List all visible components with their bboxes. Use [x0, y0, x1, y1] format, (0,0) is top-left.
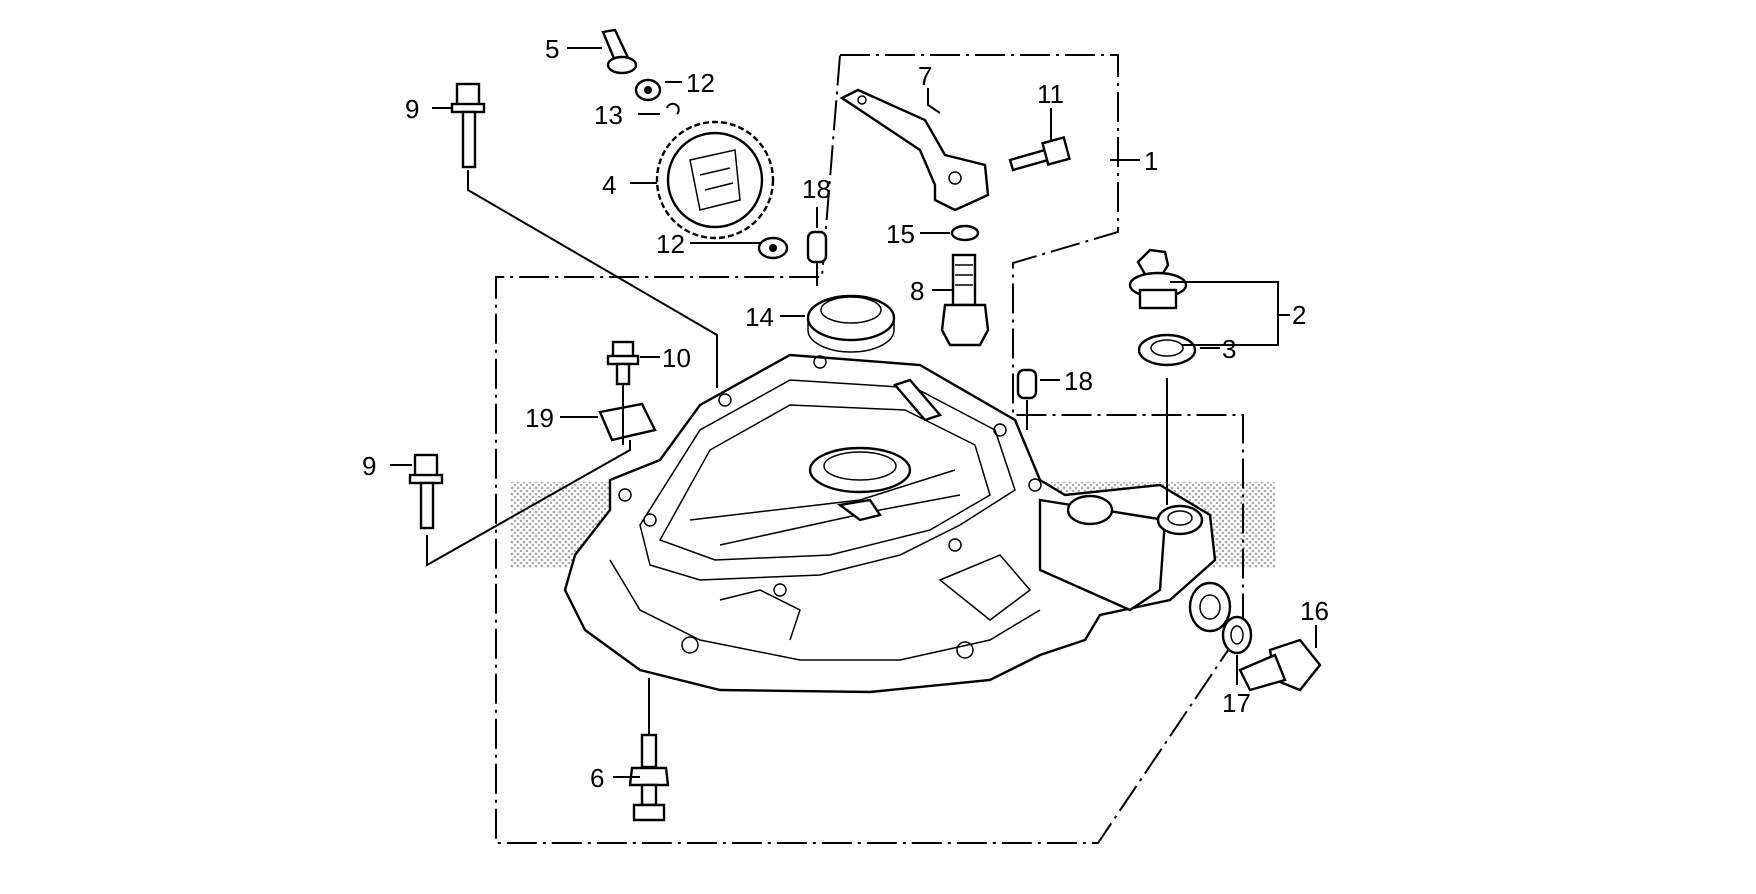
callout-19: 19 [525, 403, 554, 433]
callout-18-lower: 18 [1064, 366, 1093, 396]
callout-4: 4 [602, 170, 616, 200]
assembly-boundary [495, 54, 1244, 844]
lock-plate [598, 402, 657, 442]
governor-gear [655, 120, 775, 240]
washer-upper [634, 78, 662, 102]
governor-shaft [940, 253, 990, 347]
dowel-pin-lower [1016, 368, 1038, 400]
drain-bolt [1238, 638, 1322, 692]
callout-9-upper: 9 [405, 94, 419, 124]
o-ring [1137, 333, 1197, 367]
callout-15: 15 [886, 219, 915, 249]
flange-bolt-upper [450, 82, 486, 169]
callout-13: 13 [594, 100, 623, 130]
stud-bolt [628, 733, 670, 822]
arm-bolt [1008, 136, 1071, 172]
callout-9-lower: 9 [362, 451, 376, 481]
dowel-pin-upper [806, 230, 828, 264]
callout-18-upper: 18 [802, 174, 831, 204]
callout-16: 16 [1300, 596, 1329, 626]
pin [601, 28, 638, 75]
oil-filler-cap [1128, 248, 1188, 310]
callout-14: 14 [745, 302, 774, 332]
callout-17: 17 [1222, 688, 1251, 718]
leader-lines [390, 47, 1317, 778]
clip [666, 102, 680, 115]
callout-labels: 1 2 3 4 5 6 7 8 9 9 10 11 12 12 13 14 15… [362, 34, 1329, 793]
callout-5: 5 [545, 34, 559, 64]
callout-6: 6 [590, 763, 604, 793]
callout-1: 1 [1144, 146, 1158, 176]
flange-bolt-lower [408, 453, 444, 530]
bolt-small [606, 340, 640, 386]
callout-2: 2 [1292, 300, 1306, 330]
arm-washer [950, 224, 980, 242]
drain-washer [1221, 615, 1253, 655]
callout-12-lower: 12 [656, 229, 685, 259]
callout-7: 7 [918, 61, 932, 91]
callout-8: 8 [910, 276, 924, 306]
oil-seal [806, 294, 896, 353]
washer-lower [757, 236, 789, 260]
callout-11: 11 [1037, 79, 1064, 109]
governor-arm [839, 88, 990, 212]
callout-10: 10 [662, 343, 691, 373]
crankcase-cover [563, 353, 1232, 694]
callout-3: 3 [1222, 334, 1236, 364]
callout-12-upper: 12 [686, 68, 715, 98]
